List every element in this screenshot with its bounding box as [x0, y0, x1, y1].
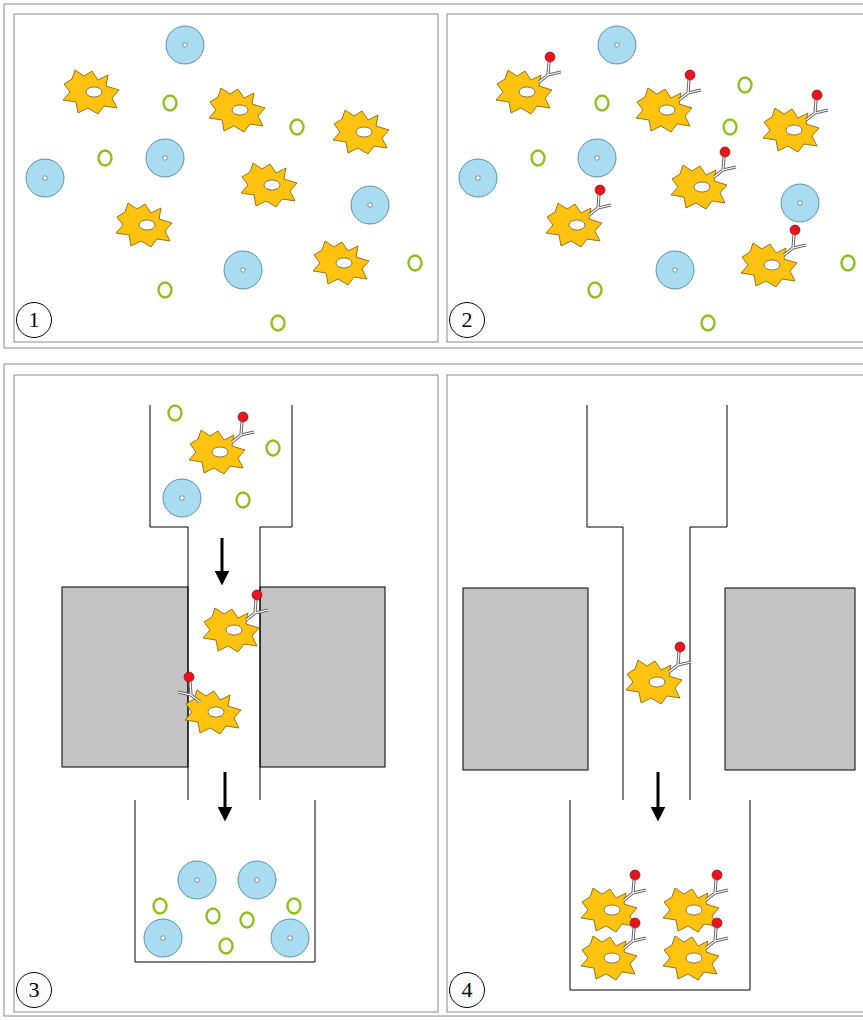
- step-number-text: 4: [462, 979, 473, 1001]
- labelled-cell-mixture: [459, 26, 855, 331]
- step-number-text: 1: [29, 309, 40, 331]
- step-number-text: 3: [29, 979, 40, 1001]
- cell-mixture: [26, 26, 422, 331]
- step-number: 2: [449, 302, 485, 338]
- eluted-cells: [463, 405, 855, 990]
- step-number-text: 2: [462, 309, 473, 331]
- step-number: 4: [449, 972, 485, 1008]
- magnetic-column: [62, 405, 385, 962]
- step-number: 3: [16, 972, 52, 1008]
- step-number: 1: [16, 302, 52, 338]
